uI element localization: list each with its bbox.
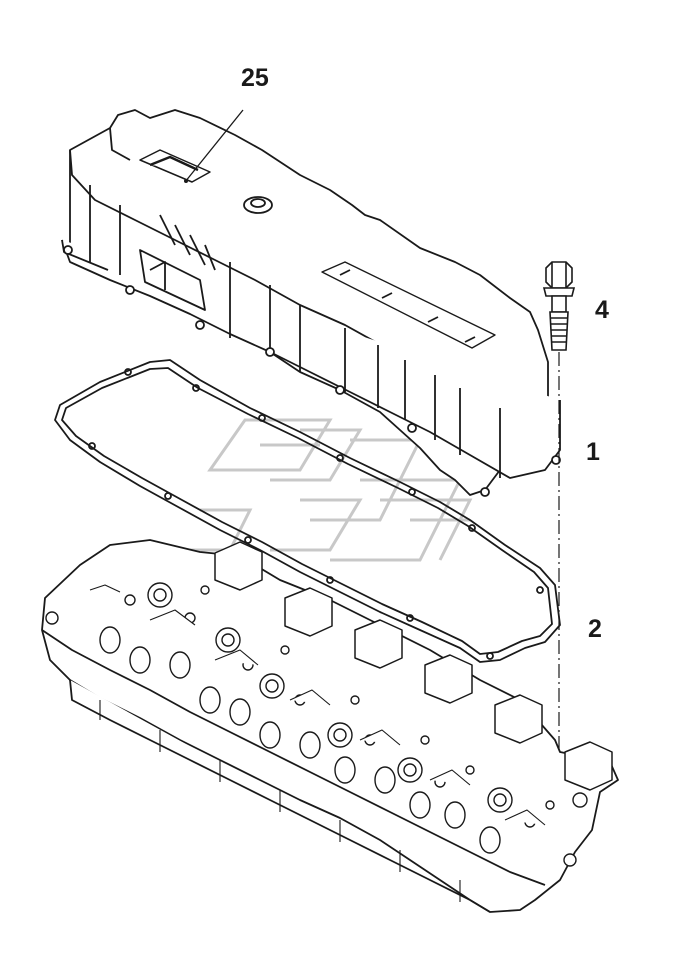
callout-25: 25: [241, 64, 269, 92]
leader-dot-25: [184, 179, 188, 183]
callout-4: 4: [595, 296, 609, 324]
valve-cover: [61, 109, 561, 497]
callout-1: 1: [586, 438, 600, 466]
callout-2: 2: [588, 615, 602, 643]
bolt: [542, 261, 576, 351]
gasket: [54, 359, 561, 663]
cylinder-head: [41, 539, 619, 913]
leader-line-25: [184, 109, 244, 183]
